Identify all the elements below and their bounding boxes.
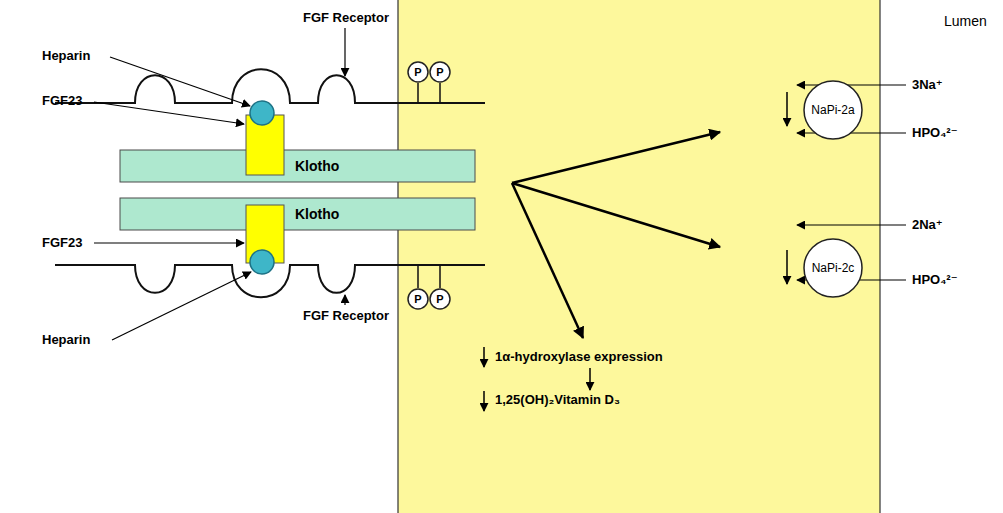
decrease-arrow bbox=[483, 391, 485, 411]
ion-flux-arrow bbox=[797, 84, 906, 85]
klotho-bar: Klotho bbox=[120, 198, 475, 230]
heparin-molecule bbox=[250, 101, 274, 125]
molecule-label: FGF23 bbox=[42, 93, 82, 109]
molecule-label: Heparin bbox=[42, 332, 90, 348]
ion-label: 3Na⁺ bbox=[912, 77, 943, 93]
phosphate-symbol: P bbox=[436, 291, 443, 307]
phosphate-circle: P bbox=[407, 61, 429, 83]
ion-label: HPO₄²⁻ bbox=[912, 125, 958, 141]
leader-arrow bbox=[94, 102, 244, 124]
phosphate-symbol: P bbox=[414, 64, 421, 80]
circle-shape bbox=[408, 289, 428, 309]
klotho-shape bbox=[120, 150, 475, 182]
effect-text: 1,25(OH)₂Vitamin D₃ bbox=[495, 392, 620, 408]
compartment-label: Lumen bbox=[944, 13, 987, 29]
ion-label: 2Na⁺ bbox=[912, 217, 943, 233]
phosphate-stem bbox=[417, 265, 419, 288]
signal-arrow bbox=[512, 183, 720, 247]
leader-arrow bbox=[344, 295, 345, 305]
circle-shape bbox=[804, 239, 862, 297]
leader-arrow bbox=[94, 242, 244, 243]
ion-flux-arrow bbox=[797, 224, 906, 225]
decrease-arrow bbox=[786, 250, 788, 284]
phosphate-symbol: P bbox=[414, 291, 421, 307]
leader-arrow bbox=[110, 57, 250, 106]
phosphate-circle: P bbox=[429, 288, 451, 310]
protein-name: Klotho bbox=[295, 158, 339, 174]
phosphate-stem bbox=[417, 83, 419, 103]
ion-label: HPO₄²⁻ bbox=[912, 272, 958, 288]
transporter-name: NaPi-2a bbox=[811, 102, 854, 118]
receptor-label: FGF Receptor bbox=[303, 10, 389, 26]
cascade-arrow bbox=[589, 368, 591, 390]
phosphate-symbol: P bbox=[436, 64, 443, 80]
transporter-name: NaPi-2c bbox=[812, 260, 855, 276]
circle-shape bbox=[430, 289, 450, 309]
protein-name: Klotho bbox=[295, 206, 339, 222]
signal-arrow bbox=[512, 183, 583, 338]
phosphate-circle: P bbox=[429, 61, 451, 83]
leader-arrow bbox=[344, 28, 345, 76]
decrease-arrow bbox=[786, 92, 788, 126]
tubule-cell: 1α-hydroxylase expression 1,25(OH)₂Vitami… bbox=[398, 0, 880, 513]
transporter-circle: NaPi-2c bbox=[803, 238, 863, 298]
phosphate-stem bbox=[439, 265, 441, 288]
transporter-circle: NaPi-2a bbox=[803, 80, 863, 140]
heparin-molecule bbox=[250, 250, 274, 274]
molecule-label: Heparin bbox=[42, 48, 90, 64]
klotho-shape bbox=[120, 198, 475, 230]
leader-arrow bbox=[112, 272, 251, 340]
circle-shape bbox=[430, 62, 450, 82]
signal-arrow bbox=[512, 132, 720, 183]
cell-body bbox=[398, 0, 880, 513]
phosphate-stem bbox=[439, 83, 441, 103]
phosphate-circle: P bbox=[407, 288, 429, 310]
circle-shape bbox=[408, 62, 428, 82]
decrease-arrow bbox=[483, 347, 485, 367]
molecule-label: FGF23 bbox=[42, 235, 82, 251]
effect-text: 1α-hydroxylase expression bbox=[495, 349, 663, 365]
klotho-bar: Klotho bbox=[120, 150, 475, 182]
receptor-label: FGF Receptor bbox=[303, 308, 389, 324]
circle-shape bbox=[804, 81, 862, 139]
